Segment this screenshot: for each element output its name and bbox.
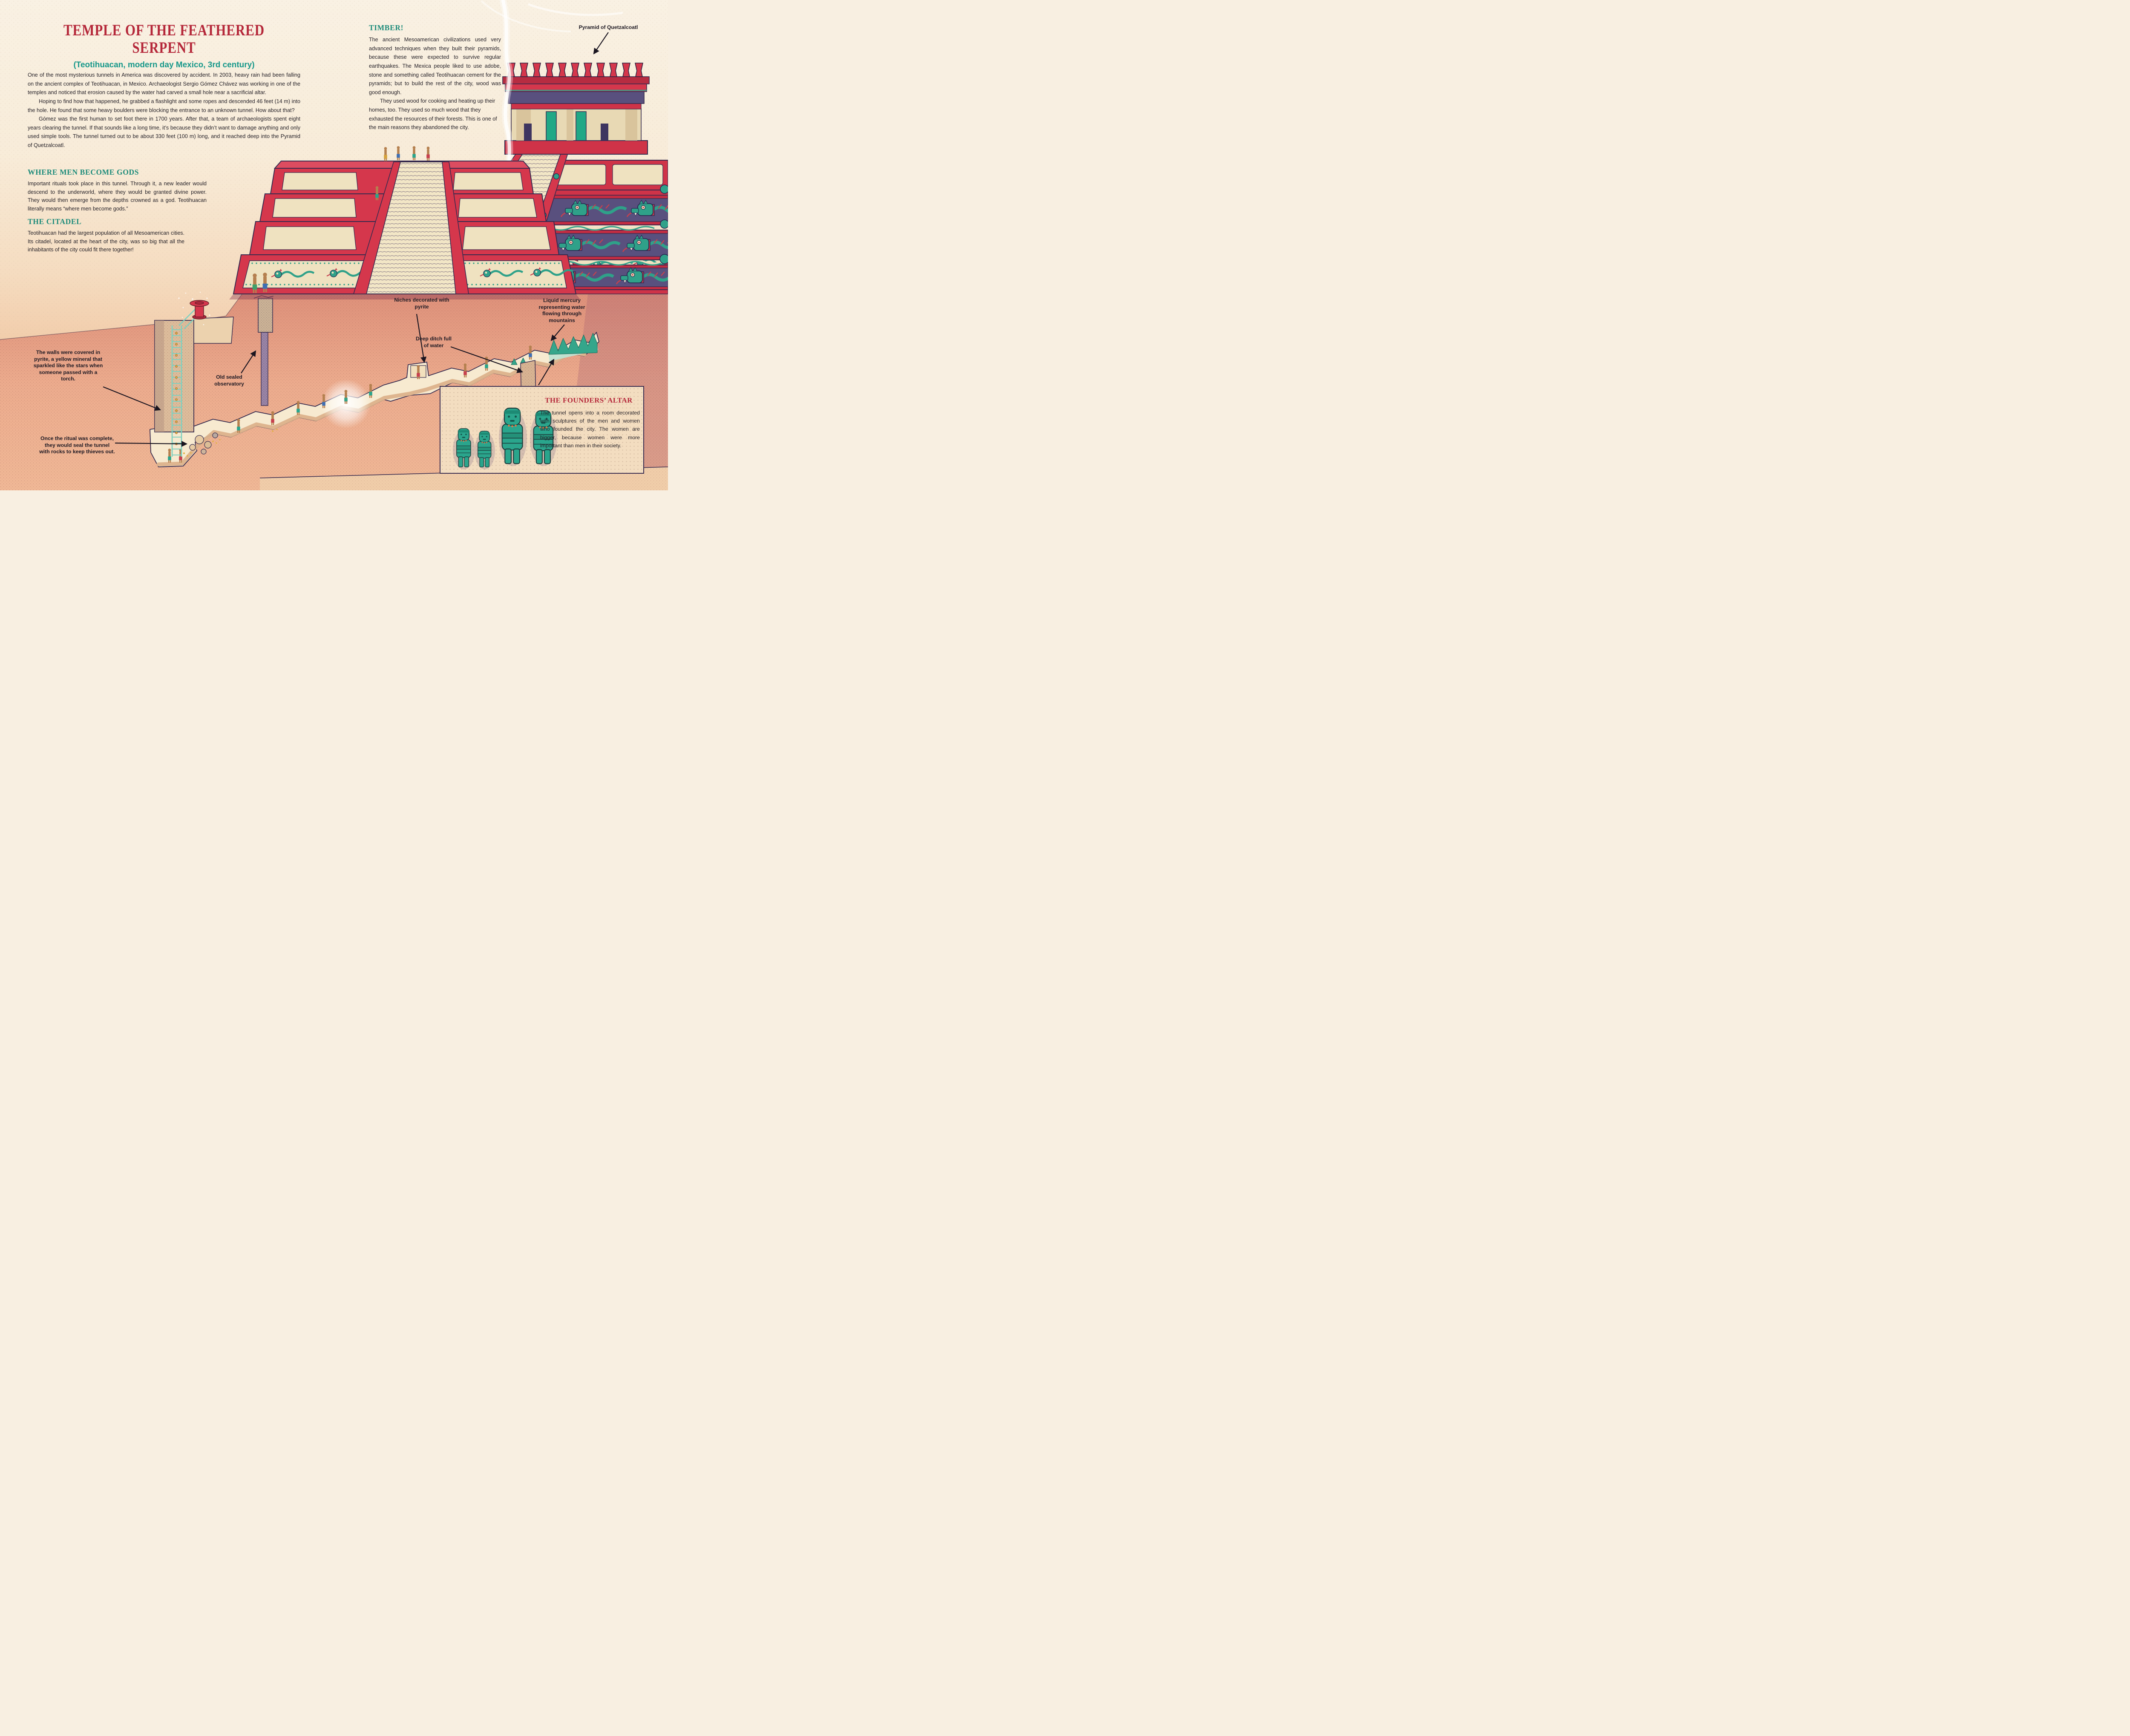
- intro-paragraphs: One of the most mysterious tunnels in Am…: [28, 71, 300, 150]
- arrow-pyrite-walls: [103, 386, 161, 411]
- label-observatory: Old sealed observatory: [214, 374, 244, 387]
- label-ritual-seal: Once the ritual was complete, they would…: [39, 435, 115, 455]
- arrow-ditch: [450, 346, 524, 373]
- arrow-observatory: [241, 350, 256, 374]
- title-line-1: TEMPLE OF THE FEATHERED: [63, 22, 265, 39]
- torch-glow: [321, 379, 371, 429]
- label-niches: Niches decorated with pyrite: [394, 297, 449, 310]
- arrow-pyramid-label: [593, 32, 609, 55]
- page-header: TEMPLE OF THE FEATHERED SERPENT (Teotihu…: [13, 22, 315, 70]
- section-where-men-become-gods: WHERE MEN BECOME GODS Important rituals …: [28, 168, 207, 213]
- label-mercury: Liquid mercury representing water flowin…: [538, 297, 585, 323]
- section-heading-gods: WHERE MEN BECOME GODS: [28, 168, 139, 176]
- section-heading-citadel: THE CITADEL: [28, 217, 82, 226]
- section-body-citadel: Teotihuacan had the largest population o…: [28, 230, 184, 253]
- green-column: [576, 111, 587, 141]
- tablero-tier3: [538, 195, 668, 225]
- observatory-shaft: [253, 295, 274, 406]
- label-pyramid-of-quetzalcoatl: Pyramid of Quetzalcoatl: [579, 24, 638, 30]
- adosada-staircase: [353, 161, 469, 294]
- timber-p2: They used wood for cooking and heating u…: [369, 98, 497, 131]
- green-column: [546, 111, 557, 141]
- page-subtitle: (Teotihuacan, modern day Mexico, 3rd cen…: [73, 60, 255, 70]
- entrance-shaft: [154, 291, 234, 457]
- spool: [190, 300, 209, 320]
- section-heading-timber: TIMBER!: [369, 23, 404, 32]
- intro-p2: Hoping to find how that happened, he gra…: [28, 98, 300, 113]
- label-pyrite-walls: The walls were covered in pyrite, a yell…: [33, 349, 103, 382]
- arrow-mercury: [550, 324, 565, 341]
- temple-door: [601, 124, 608, 141]
- title-line-2: SERPENT: [132, 39, 196, 57]
- section-timber: TIMBER! The ancient Mesoamerican civiliz…: [369, 23, 501, 132]
- cloud-streak: [528, 3, 623, 16]
- side-serpent-heads: [659, 184, 668, 264]
- excavated-step: [193, 317, 234, 344]
- section-body-timber: The ancient Mesoamerican civilizations u…: [369, 35, 501, 132]
- timber-p1: The ancient Mesoamerican civilizations u…: [369, 37, 501, 95]
- temple-door: [524, 124, 532, 141]
- section-body-gods: Important rituals took place in this tun…: [28, 181, 207, 212]
- page-title: TEMPLE OF THE FEATHERED SERPENT: [37, 22, 291, 57]
- section-body-founders: The tunnel opens into a room decorated w…: [540, 410, 640, 449]
- founders-altar-box: THE FOUNDERS’ ALTAR The tunnel opens int…: [440, 386, 644, 474]
- label-deep-ditch: Deep ditch full of water: [416, 336, 452, 348]
- section-heading-founders: THE FOUNDERS’ ALTAR: [545, 396, 633, 404]
- sealing-boulders: [189, 432, 218, 455]
- arrow-founders-altar: [538, 359, 555, 386]
- arrow-ritual-seal: [115, 440, 188, 447]
- dust-sparkles: [178, 291, 210, 325]
- cloud-streak: [481, 0, 571, 32]
- infographic-page: TEMPLE OF THE FEATHERED SERPENT (Teotihu…: [0, 0, 668, 490]
- niche: [410, 365, 426, 379]
- founder-statues-illustration: [453, 407, 557, 469]
- arrow-niches: [416, 314, 427, 363]
- section-the-citadel: THE CITADEL Teotihuacan had the largest …: [28, 217, 184, 254]
- intro-p3: Gómez was the first human to set foot th…: [28, 116, 300, 149]
- intro-p1: One of the most mysterious tunnels in Am…: [28, 72, 300, 96]
- adosada-platform: [233, 146, 577, 294]
- tablero-tier4: [550, 160, 668, 190]
- pyrite-offerings: [183, 429, 278, 457]
- callout-arrows: [103, 32, 609, 447]
- temple: [502, 63, 650, 239]
- pyramid-shadow: [229, 294, 580, 299]
